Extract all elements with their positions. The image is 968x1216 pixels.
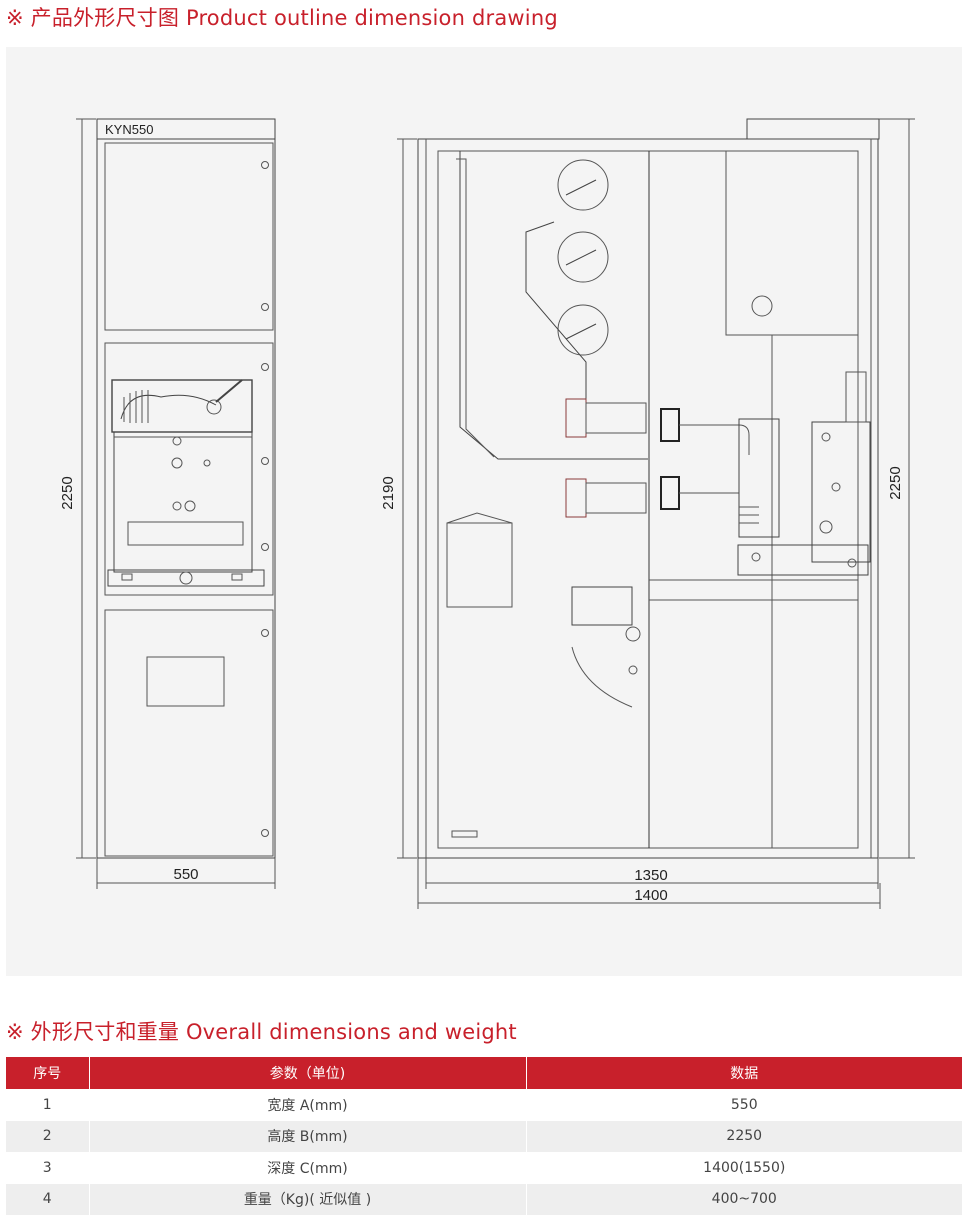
table-row: 4 重量（Kg)( 近似值 ) 400~700 bbox=[6, 1183, 962, 1215]
cell-parameter: 宽度 A(mm) bbox=[89, 1089, 527, 1121]
table-row: 2 高度 B(mm) 2250 bbox=[6, 1120, 962, 1152]
front-height-dim: 2250 bbox=[59, 476, 76, 509]
front-width-dim: 550 bbox=[173, 866, 198, 883]
model-label: KYN550 bbox=[105, 122, 153, 137]
side-height-left-dim: 2190 bbox=[380, 476, 397, 509]
section-title-dimensions: ※ 外形尺寸和重量 Overall dimensions and weight bbox=[6, 1020, 517, 1044]
col-header-index: 序号 bbox=[6, 1057, 90, 1089]
side-depth-outer-dim: 1400 bbox=[634, 887, 667, 904]
outline-drawing: KYN550 bbox=[59, 118, 915, 909]
section-title-drawing: ※ 产品外形尺寸图 Product outline dimension draw… bbox=[6, 6, 558, 30]
side-height-right-dim: 2250 bbox=[887, 466, 904, 499]
cell-value: 2250 bbox=[526, 1120, 962, 1152]
cell-parameter: 重量（Kg)( 近似值 ) bbox=[89, 1183, 527, 1215]
col-header-parameter: 参数（单位) bbox=[89, 1057, 527, 1089]
cell-index: 4 bbox=[6, 1183, 90, 1215]
cell-value: 400~700 bbox=[526, 1183, 962, 1215]
table-row: 1 宽度 A(mm) 550 bbox=[6, 1089, 962, 1121]
table-header-row: 序号 参数（单位) 数据 bbox=[6, 1057, 962, 1089]
dimension-drawing-panel: KYN550 bbox=[6, 47, 962, 976]
cell-index: 3 bbox=[6, 1152, 90, 1184]
cell-index: 1 bbox=[6, 1089, 90, 1121]
cell-parameter: 深度 C(mm) bbox=[89, 1152, 527, 1184]
table-row: 3 深度 C(mm) 1400(1550) bbox=[6, 1152, 962, 1184]
col-header-value: 数据 bbox=[526, 1057, 962, 1089]
front-view: KYN550 bbox=[59, 118, 276, 889]
cell-value: 550 bbox=[526, 1089, 962, 1121]
cell-index: 2 bbox=[6, 1120, 90, 1152]
dimensions-weight-table: 序号 参数（单位) 数据 1 宽度 A(mm) 550 2 高度 B(mm) 2… bbox=[6, 1057, 962, 1215]
side-depth-inner-dim: 1350 bbox=[634, 867, 667, 884]
cell-parameter: 高度 B(mm) bbox=[89, 1120, 527, 1152]
cell-value: 1400(1550) bbox=[526, 1152, 962, 1184]
side-view: 2190 2250 1350 1400 bbox=[380, 118, 915, 909]
